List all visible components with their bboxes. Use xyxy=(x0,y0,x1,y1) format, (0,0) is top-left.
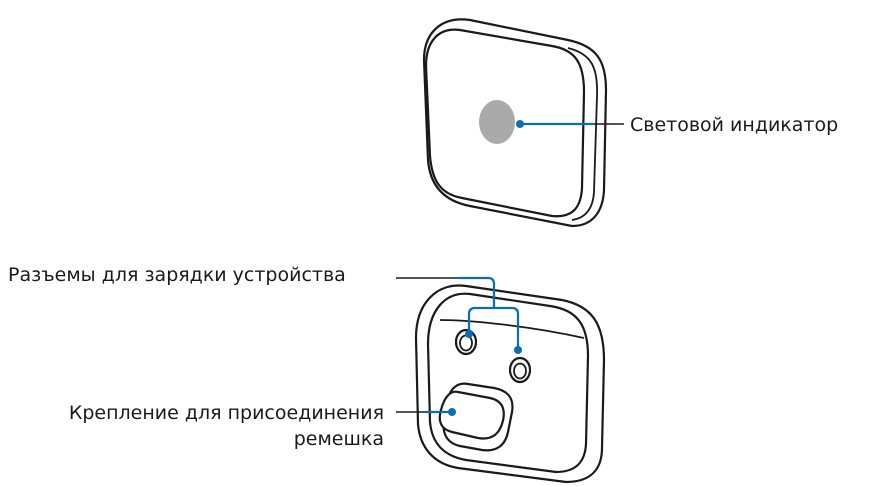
charging-callout-dot-left xyxy=(465,330,473,338)
charging-callout-dot-right xyxy=(514,346,522,354)
strap-callout xyxy=(396,408,456,416)
strap-callout-dot xyxy=(448,408,456,416)
led-indicator xyxy=(479,100,515,144)
strap-mount-label: Крепление для присоединения ремешка xyxy=(69,400,384,452)
strap-mount-label-line1: Крепление для присоединения xyxy=(68,402,384,424)
charging-callout-bracket xyxy=(458,276,520,350)
charging-contact-right-inner xyxy=(513,362,527,380)
device-back-seam xyxy=(439,319,585,339)
device-front-rim xyxy=(567,47,598,221)
led-callout xyxy=(516,120,624,128)
device-back xyxy=(414,284,606,484)
led-indicator-label: Световой индикатор xyxy=(630,114,839,136)
strap-mount-button xyxy=(438,390,505,440)
charging-callout xyxy=(396,276,522,354)
strap-mount-label-line2: ремешка xyxy=(293,428,384,450)
charging-contacts-label: Разъемы для зарядки устройства xyxy=(8,264,346,286)
device-front xyxy=(422,18,608,228)
